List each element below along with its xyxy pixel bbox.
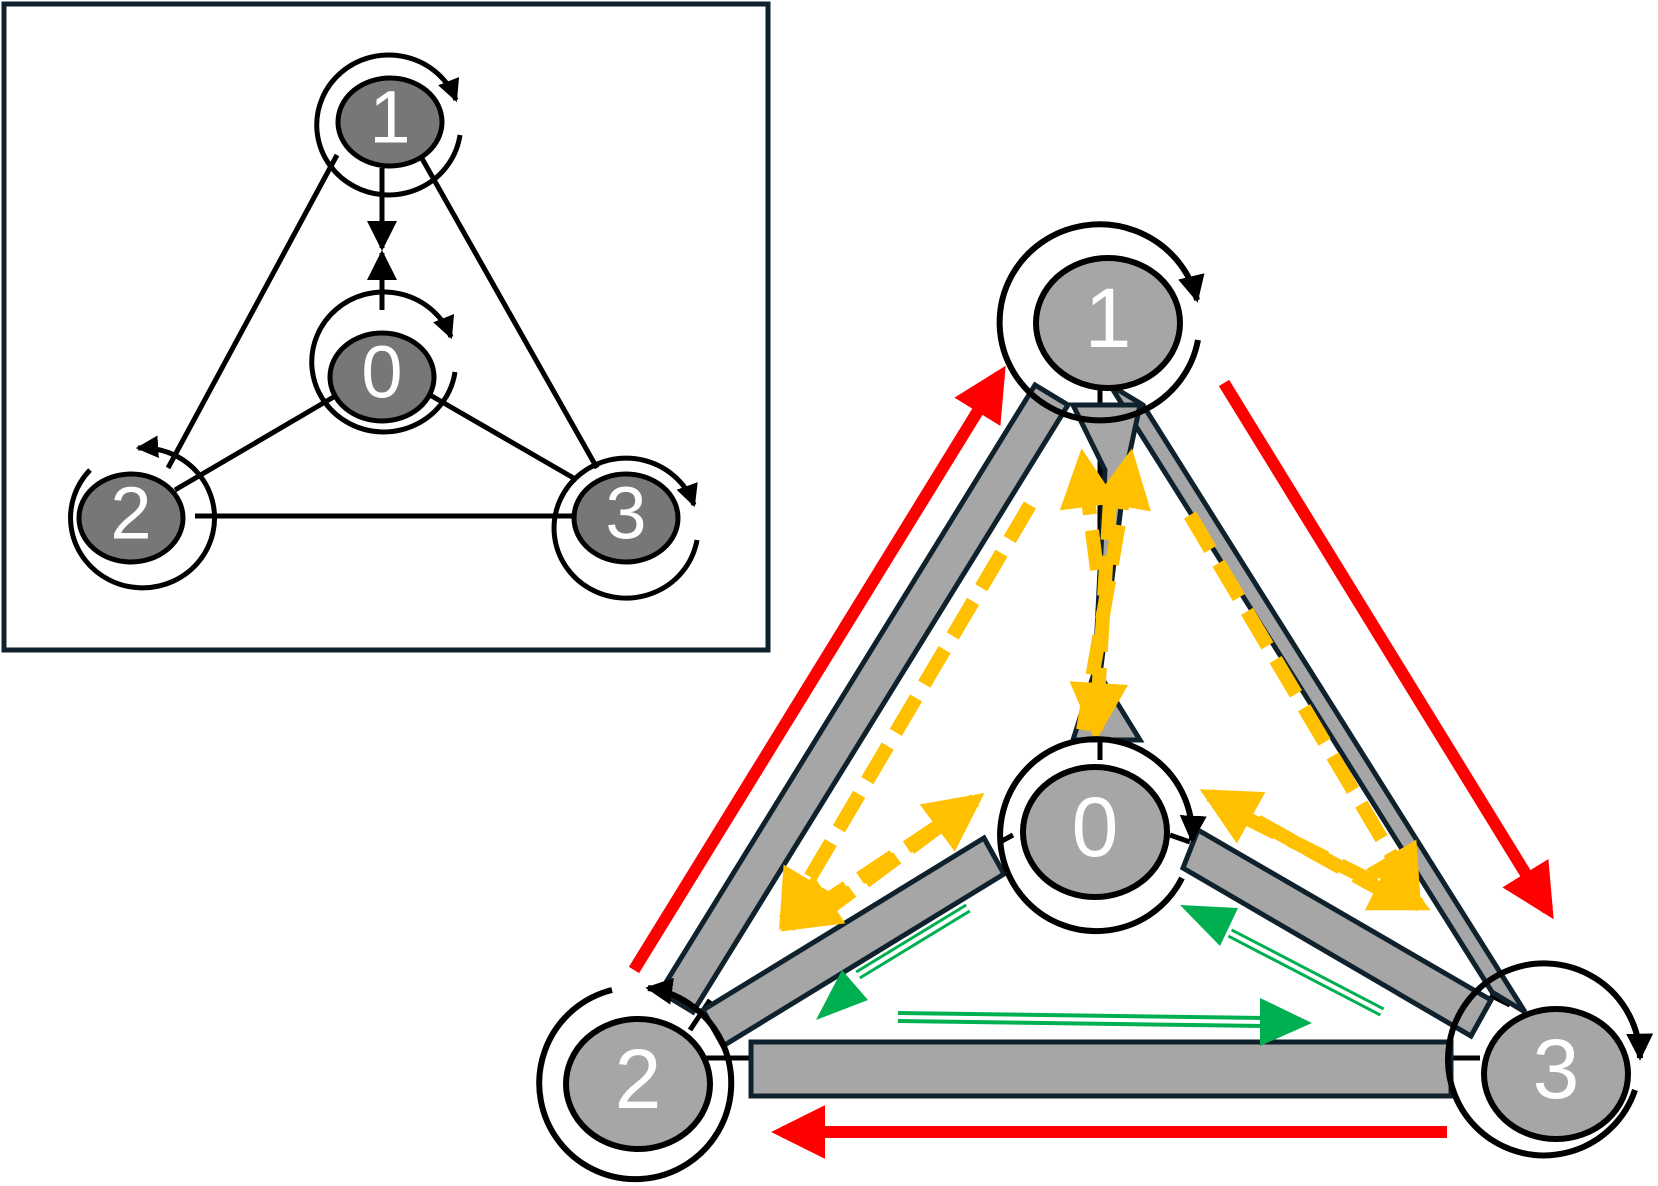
inset-loop-2	[68, 435, 218, 591]
inset-node-1: 1	[335, 75, 445, 169]
yellow-arrow-1-2	[778, 501, 1037, 931]
inset-nodes: 1 0 2 3	[76, 75, 681, 565]
main-node-3: 3	[1481, 1006, 1631, 1142]
inset-panel: 1 0 2 3	[1, 1, 771, 653]
yellow-arrows	[778, 448, 1431, 932]
inset-edges	[165, 153, 600, 519]
inset-edge-1-3	[417, 153, 600, 470]
green-arrow-3-to-0	[1180, 905, 1385, 1017]
inset-loop-3	[551, 455, 700, 601]
inset-loop-1	[314, 52, 463, 198]
inset-node-3: 3	[571, 471, 681, 565]
main-loop-0	[997, 736, 1207, 935]
inset-node-0: 0	[327, 330, 437, 424]
yellow-arrow-1-0-up	[1059, 448, 1119, 571]
bar-2-3	[748, 1039, 1454, 1099]
main-loop-2	[536, 977, 735, 1183]
red-arrow-1-to-3	[1218, 379, 1554, 920]
main-self-loops	[536, 221, 1654, 1183]
red-arrow-2-to-1	[628, 365, 1006, 974]
green-arrow-0-to-2	[816, 903, 971, 1020]
main-node-0: 0	[1020, 764, 1170, 900]
main-loop-3	[1445, 960, 1654, 1159]
red-arrows	[628, 365, 1554, 1159]
main-node-1: 1	[1033, 255, 1183, 391]
inset-node-2-label: 2	[110, 472, 151, 555]
main-diagram: 1 0 2 3	[536, 221, 1654, 1183]
main-node-2-label: 2	[615, 1032, 662, 1126]
inset-edge-1-2	[165, 153, 340, 470]
main-nodes: 1 0 2 3	[563, 255, 1631, 1152]
main-node-0-label: 0	[1072, 780, 1119, 874]
main-node-2: 2	[563, 1016, 713, 1152]
yellow-arrow-3-0	[1199, 788, 1394, 902]
yellow-arrow-0-2	[780, 819, 944, 932]
inset-node-1-label: 1	[369, 76, 410, 159]
inset-self-loops	[68, 52, 700, 601]
inset-node-3-label: 3	[605, 472, 646, 555]
inset-node-2: 2	[76, 471, 186, 565]
green-arrows	[816, 903, 1385, 1046]
main-node-3-label: 3	[1533, 1022, 1580, 1116]
inset-edge-0-3	[428, 392, 579, 483]
inset-node-0-label: 0	[361, 331, 402, 414]
bar-0-3	[1179, 826, 1495, 1040]
yellow-arrow-0-1-up	[1076, 448, 1151, 732]
main-node-1-label: 1	[1085, 271, 1132, 365]
yellow-arrow-1-3	[1183, 511, 1422, 906]
green-arrow-2-to-3	[897, 998, 1312, 1046]
bar-1-2	[656, 381, 1072, 1016]
inset-loop-0	[309, 289, 458, 435]
main-loop-1	[996, 221, 1205, 424]
